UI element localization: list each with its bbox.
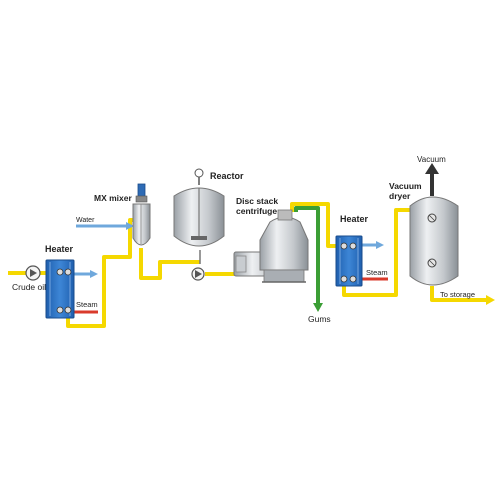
label-vacuum-dryer-1: Vacuum — [389, 181, 422, 191]
label-heater-2: Heater — [340, 214, 369, 224]
pipe-heater2-to-dryer — [342, 208, 412, 297]
heater-1 — [45, 259, 75, 319]
label-mx-mixer: MX mixer — [94, 193, 132, 203]
pipe-mixer-to-reactor — [139, 248, 200, 280]
reactor — [173, 168, 225, 264]
label-steam-2: Steam — [366, 268, 388, 277]
label-disc-stack-1: Disc stack — [236, 196, 278, 206]
disc-stack-centrifuge — [233, 209, 309, 283]
label-disc-stack-2: centrifuge — [236, 206, 277, 216]
label-water: Water — [76, 217, 95, 224]
label-heater-1: Heater — [45, 244, 74, 254]
pipe-gums — [294, 206, 320, 305]
crude-oil-pump — [25, 265, 41, 281]
heater1-out-arrowhead — [90, 270, 98, 278]
vacuum-dryer — [409, 163, 459, 286]
label-vacuum: Vacuum — [417, 155, 446, 164]
pipe-centrifuge-to-heater2 — [290, 202, 340, 248]
heater2-out-arrowhead — [376, 241, 384, 249]
vacuum-arrowhead — [425, 163, 439, 174]
reactor-pump — [191, 267, 205, 281]
gums-arrowhead — [313, 303, 323, 312]
label-crude-oil: Crude oil — [12, 282, 46, 292]
pipe-heater1-to-mixer — [66, 218, 134, 328]
water-arrowhead — [126, 222, 134, 230]
pipe-dryer-to-storage — [430, 286, 486, 302]
mx-mixer — [132, 183, 151, 246]
label-steam-1: Steam — [76, 300, 98, 309]
oil-pipes — [8, 202, 486, 328]
label-gums: Gums — [308, 314, 331, 324]
to-storage-arrowhead — [486, 295, 495, 305]
label-to-storage: To storage — [440, 290, 475, 299]
label-vacuum-dryer-2: dryer — [389, 191, 411, 201]
heater-2 — [335, 235, 363, 287]
label-reactor: Reactor — [210, 171, 244, 181]
